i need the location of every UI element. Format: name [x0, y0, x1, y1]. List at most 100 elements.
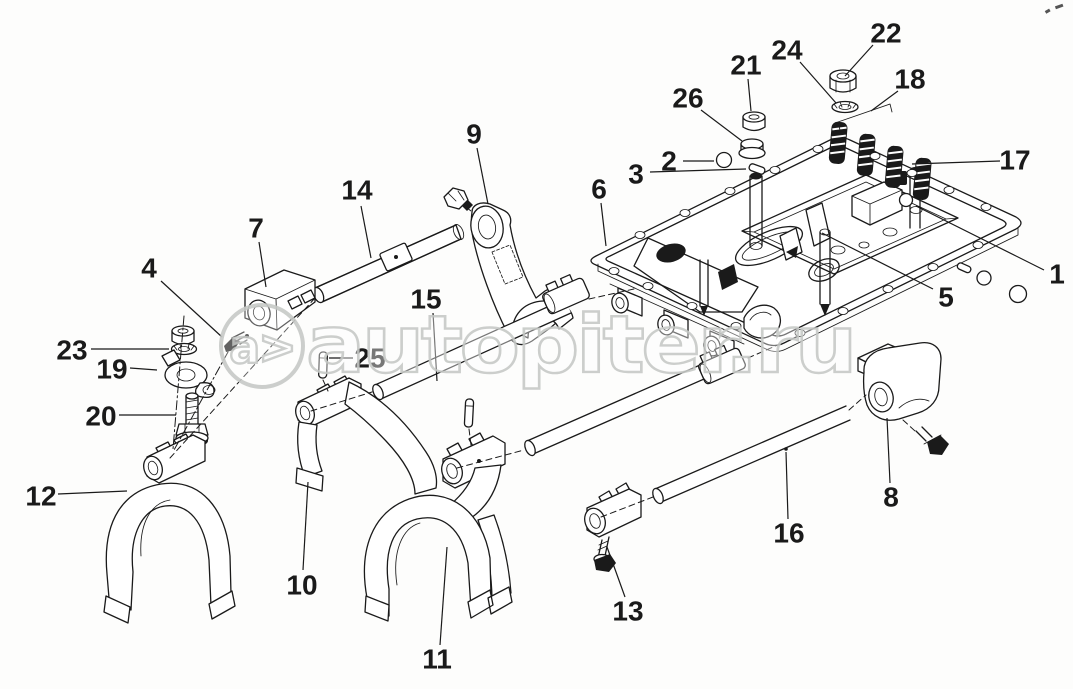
part-label-15: 15	[410, 284, 441, 315]
gasket-bolt-hole	[927, 263, 939, 271]
part-label-19: 19	[96, 354, 127, 385]
part-label-8: 8	[883, 482, 899, 513]
part-label-14: 14	[341, 175, 373, 206]
watermark-logo-glyph: a>	[229, 320, 295, 374]
gasket-bolt-hole	[837, 307, 849, 315]
detent-ball-a	[976, 270, 992, 286]
detent-ball-b	[1008, 284, 1028, 304]
shift-rail-14	[312, 224, 465, 304]
leader-line-5	[821, 232, 934, 290]
detent-spring	[856, 133, 876, 177]
part-label-24: 24	[771, 35, 803, 66]
part-label-6: 6	[591, 174, 607, 205]
part-label-5: 5	[938, 282, 954, 313]
leader-line-21	[747, 78, 752, 112]
gasket-bolt-hole	[812, 145, 824, 153]
watermark-text: autopiter.ru	[306, 299, 854, 391]
part-label-16: 16	[773, 518, 804, 549]
part-label-23: 23	[56, 335, 87, 366]
fastener-nut-26	[738, 138, 766, 160]
leader-line-24	[799, 61, 837, 104]
gasket-bolt-hole	[730, 322, 742, 330]
pin-3	[748, 163, 766, 175]
gasket-bolt-hole	[608, 267, 620, 275]
fastener-washer-24	[831, 100, 859, 114]
gasket-bolt-hole	[679, 209, 691, 217]
part-label-20: 20	[85, 401, 116, 432]
gasket-bolt-hole	[882, 285, 894, 293]
part-number-labels: 1234567891011121314151617181920212223242…	[25, 18, 1064, 675]
gasket-bolt-hole	[642, 282, 654, 290]
part-label-3: 3	[628, 159, 644, 190]
part-label-21: 21	[730, 50, 761, 81]
leader-line-1	[915, 205, 1045, 271]
part-label-25: 25	[354, 343, 385, 374]
leader-line-10	[302, 481, 309, 571]
watermark-logo-circle	[219, 303, 305, 389]
detent-pin-25	[318, 351, 328, 379]
shift-fork-11	[363, 398, 513, 622]
selector-lever-19	[161, 349, 216, 399]
gasket-bolt-hole	[686, 302, 698, 310]
part-label-18: 18	[894, 64, 925, 95]
detent-spring	[912, 157, 932, 201]
leader-line-15	[432, 312, 438, 382]
part-label-17: 17	[999, 145, 1030, 176]
detent-pin-upper	[463, 398, 475, 428]
small-pin-right	[956, 262, 972, 274]
leader-line-18	[870, 90, 899, 112]
leader-line-4	[160, 280, 223, 338]
rail-clamp-8	[857, 342, 949, 455]
gasket-bolt-hole	[724, 187, 736, 195]
leader-line-3	[649, 168, 747, 173]
leader-line-26	[700, 109, 743, 142]
corner-specks	[1044, 3, 1064, 14]
detent-spring	[884, 145, 904, 189]
part-label-26: 26	[672, 83, 703, 114]
gasket-bolt-hole	[980, 203, 992, 211]
gasket-bolt-hole	[943, 186, 955, 194]
assembly-axis-lines	[169, 288, 867, 518]
gasket-bolt-hole	[634, 231, 646, 239]
label-18-bracket	[837, 103, 893, 131]
gasket-bolt-hole	[906, 169, 918, 177]
detent-springs	[828, 121, 932, 201]
gasket-bolt-hole	[869, 152, 881, 160]
leader-line-17	[911, 160, 1001, 165]
part-label-10: 10	[286, 570, 317, 601]
detent-ball-2	[715, 151, 733, 169]
leader-line-11	[439, 546, 448, 646]
part-label-11: 11	[422, 644, 452, 675]
leader-line-16	[785, 451, 789, 520]
leader-line-6	[600, 202, 607, 247]
leader-line-9	[476, 147, 489, 205]
gasket-bolt-hole	[794, 329, 806, 337]
part-label-12: 12	[25, 481, 56, 512]
part-label-1: 1	[1049, 259, 1065, 290]
rail-clamp-13	[584, 482, 642, 572]
set-screw-4	[224, 331, 249, 352]
part-label-22: 22	[870, 18, 901, 49]
leader-line-13	[606, 546, 626, 598]
leader-line-7	[258, 241, 267, 288]
leader-line-8	[886, 417, 891, 484]
part-label-2: 2	[661, 146, 677, 177]
shift-rail-15	[372, 274, 590, 401]
shift-fork-10	[295, 375, 438, 495]
part-label-4: 4	[141, 253, 157, 284]
part-label-7: 7	[248, 213, 264, 244]
leader-line-14	[360, 205, 372, 259]
leader-line-22	[844, 44, 874, 77]
rail-15-collar	[542, 274, 590, 315]
gasket-bolt-hole	[769, 166, 781, 174]
fastener-nut-21	[742, 111, 766, 132]
shift-rail-middle	[524, 344, 746, 457]
watermark: a> autopiter.ru	[219, 298, 858, 392]
shift-fork-12	[103, 433, 236, 624]
leader-line-19	[129, 367, 158, 371]
detent-spring	[828, 121, 848, 165]
part-gearbox-top-cover	[590, 103, 1022, 360]
gasket-bolt-hole	[972, 241, 984, 249]
shift-head-7	[244, 269, 316, 331]
